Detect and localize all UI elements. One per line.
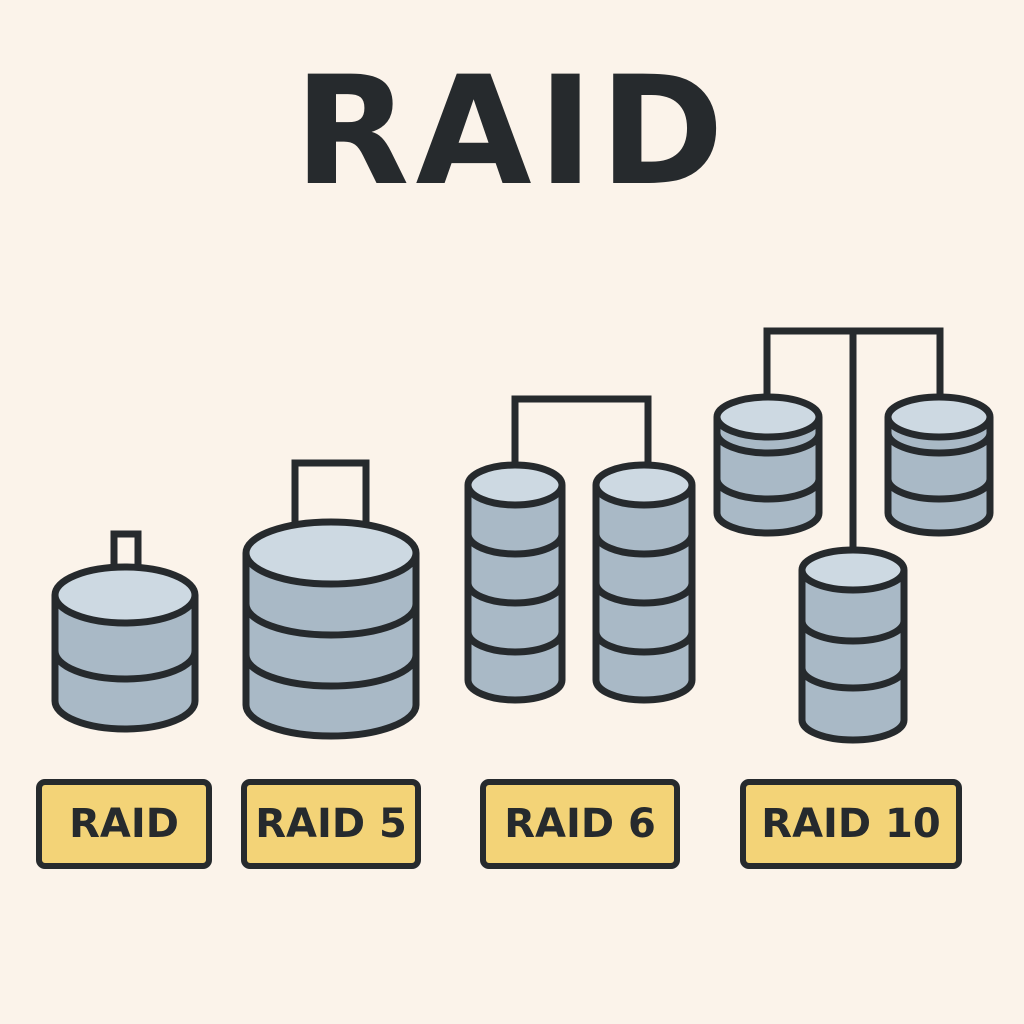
page-title: RAID — [294, 45, 730, 219]
label-raid-5: RAID 5 — [241, 779, 421, 869]
raid6-disk-right — [592, 461, 696, 704]
raid-disk — [51, 563, 199, 733]
raid6-connector — [511, 395, 652, 465]
label-raid: RAID — [36, 779, 212, 869]
raid10-disk-right — [884, 393, 994, 537]
raid5-connector — [291, 459, 370, 528]
raid6-disk-left — [464, 461, 566, 704]
raid10-disk-left — [713, 393, 823, 537]
label-raid-10: RAID 10 — [740, 779, 962, 869]
raid10-connector — [763, 327, 944, 553]
raid-connector — [110, 530, 142, 572]
label-raid-6: RAID 6 — [480, 779, 680, 869]
raid5-disk — [242, 518, 420, 740]
raid10-disk-bottom — [798, 546, 908, 744]
